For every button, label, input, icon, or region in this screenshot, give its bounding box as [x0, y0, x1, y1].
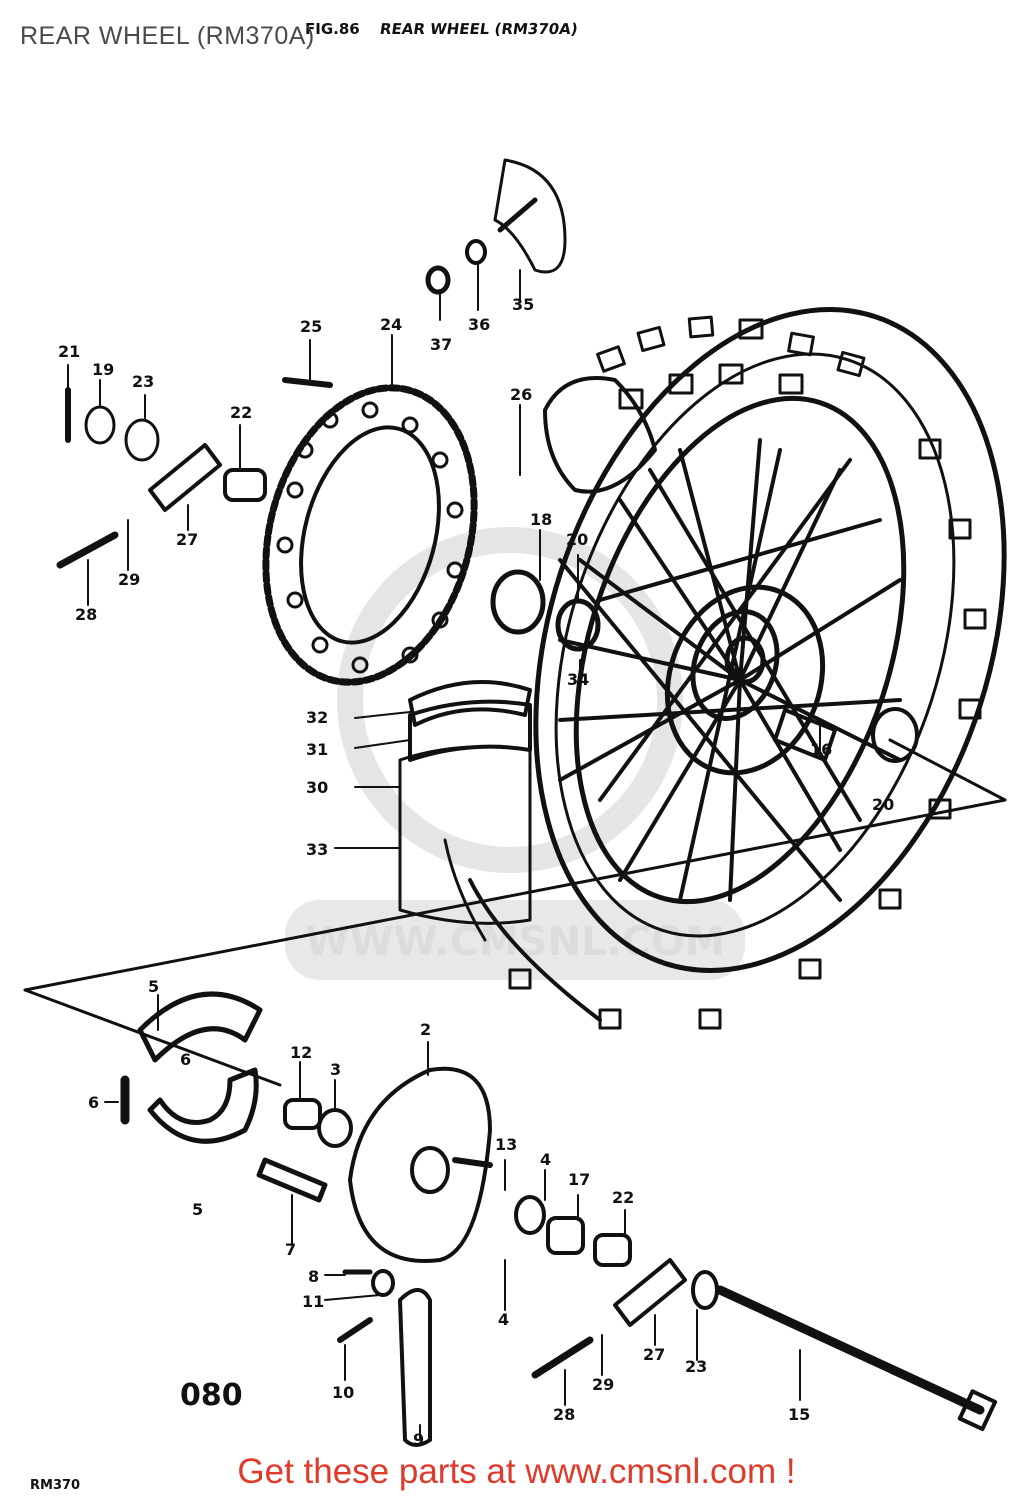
plane-line-upper — [23, 798, 1007, 992]
callout-5-upper: 5 — [148, 977, 159, 996]
callout-9: 9 — [413, 1430, 424, 1449]
figure-title: REAR WHEEL (RM370A) — [378, 20, 579, 38]
part-28-bolt-right — [531, 1336, 594, 1379]
part-4-washer — [514, 1195, 546, 1235]
callout-18: 18 — [530, 510, 552, 529]
valve-stem — [493, 158, 567, 274]
part-28-bolt — [56, 531, 119, 569]
part-36-washer — [465, 239, 487, 265]
wheel-hub — [664, 584, 826, 776]
callout-36: 36 — [468, 315, 490, 334]
callout-29: 29 — [118, 570, 140, 589]
leader-lines — [67, 261, 821, 1441]
part-11-washer — [371, 1269, 395, 1297]
figure-number: FIG.86 — [305, 20, 360, 38]
part-15-axle — [715, 1285, 985, 1415]
watermark: WWW.CMSNL.COM — [285, 527, 745, 980]
callout-21: 21 — [58, 342, 80, 361]
callout-23: 23 — [132, 372, 154, 391]
plane-line-right — [888, 738, 1007, 802]
part-20-bearing-right — [871, 707, 919, 763]
callout-12: 12 — [290, 1043, 312, 1062]
callout-35: 35 — [512, 295, 534, 314]
part-23-washer-right — [691, 1270, 719, 1310]
part-22-collar — [593, 1233, 632, 1267]
callout-5-lower: 5 — [192, 1200, 203, 1219]
part-3-seal — [317, 1108, 353, 1148]
callout-33: 33 — [306, 840, 328, 859]
callout-17: 17 — [568, 1170, 590, 1189]
callout-26: 26 — [510, 385, 532, 404]
part-27-chain-adjuster — [148, 443, 222, 512]
callout-25: 25 — [300, 317, 322, 336]
callout-28: 28 — [75, 605, 97, 624]
callout-19: 19 — [92, 360, 114, 379]
footer-banner-link[interactable]: Get these parts at www.cmsnl.com ! — [237, 1452, 796, 1491]
callout-29-lower: 29 — [592, 1375, 614, 1394]
callout-22-lower: 22 — [612, 1188, 634, 1207]
callout-7: 7 — [285, 1240, 296, 1259]
page-title: REAR WHEEL (RM370A) — [20, 22, 315, 50]
callout-3: 3 — [330, 1060, 341, 1079]
callout-4: 4 — [540, 1150, 551, 1169]
callout-28-lower: 28 — [553, 1405, 575, 1424]
plane-line-left — [23, 988, 282, 1087]
callout-10: 10 — [332, 1383, 354, 1402]
callout-37: 37 — [430, 335, 452, 354]
part-32-rim-band — [408, 680, 532, 727]
part-25-bolt — [282, 377, 333, 388]
part-2-brake-panel — [348, 1066, 492, 1263]
callout-11: 11 — [302, 1292, 324, 1311]
callout-16: 16 — [810, 740, 832, 759]
callout-23-lower: 23 — [685, 1357, 707, 1376]
part-30-tire-section — [398, 745, 532, 925]
part-27-adjuster-right — [613, 1258, 687, 1327]
callout-31: 31 — [306, 740, 328, 759]
callout-6-left: 6 — [88, 1093, 99, 1112]
part-18-seal — [490, 569, 546, 635]
callout-30: 30 — [306, 778, 328, 797]
callout-20-right: 20 — [872, 795, 894, 814]
callout-22: 22 — [230, 403, 252, 422]
callout-24: 24 — [380, 315, 402, 334]
rim-band-piece — [543, 376, 657, 494]
part-16-spacer — [773, 708, 837, 762]
model-code: RM370 — [30, 1478, 81, 1493]
callout-6-upper: 6 — [180, 1050, 191, 1069]
part-37-nut — [425, 265, 451, 295]
callout-labels: 21 19 23 22 25 24 37 36 35 26 27 29 28 1… — [58, 295, 894, 1449]
part-5-brake-shoe-upper — [137, 991, 263, 1063]
drawing-code: 080 — [180, 1378, 243, 1413]
callout-8: 8 — [308, 1267, 319, 1286]
callout-20: 20 — [566, 530, 588, 549]
callout-13: 13 — [495, 1135, 517, 1154]
part-17-spacer — [546, 1216, 585, 1255]
callout-2: 2 — [420, 1020, 431, 1039]
part-23-washer — [124, 418, 160, 462]
callout-27: 27 — [176, 530, 198, 549]
part-9-brake-arm — [398, 1288, 432, 1447]
tread-blocks — [508, 315, 987, 1030]
callout-27-lower: 27 — [643, 1345, 665, 1364]
part-5-brake-shoe-lower — [147, 1067, 259, 1144]
callout-32: 32 — [306, 708, 328, 727]
part-24-sprocket — [262, 384, 478, 686]
part-7-cam — [256, 1157, 328, 1203]
callout-34: 34 — [567, 670, 589, 689]
part-22-spacer — [223, 468, 267, 502]
part-12-nut — [283, 1098, 322, 1130]
callout-4-lower: 4 — [498, 1310, 509, 1329]
part-10-bolt — [337, 1317, 373, 1343]
part-13-bolt — [452, 1157, 493, 1168]
callout-15: 15 — [788, 1405, 810, 1424]
part-19-nut — [84, 405, 116, 445]
